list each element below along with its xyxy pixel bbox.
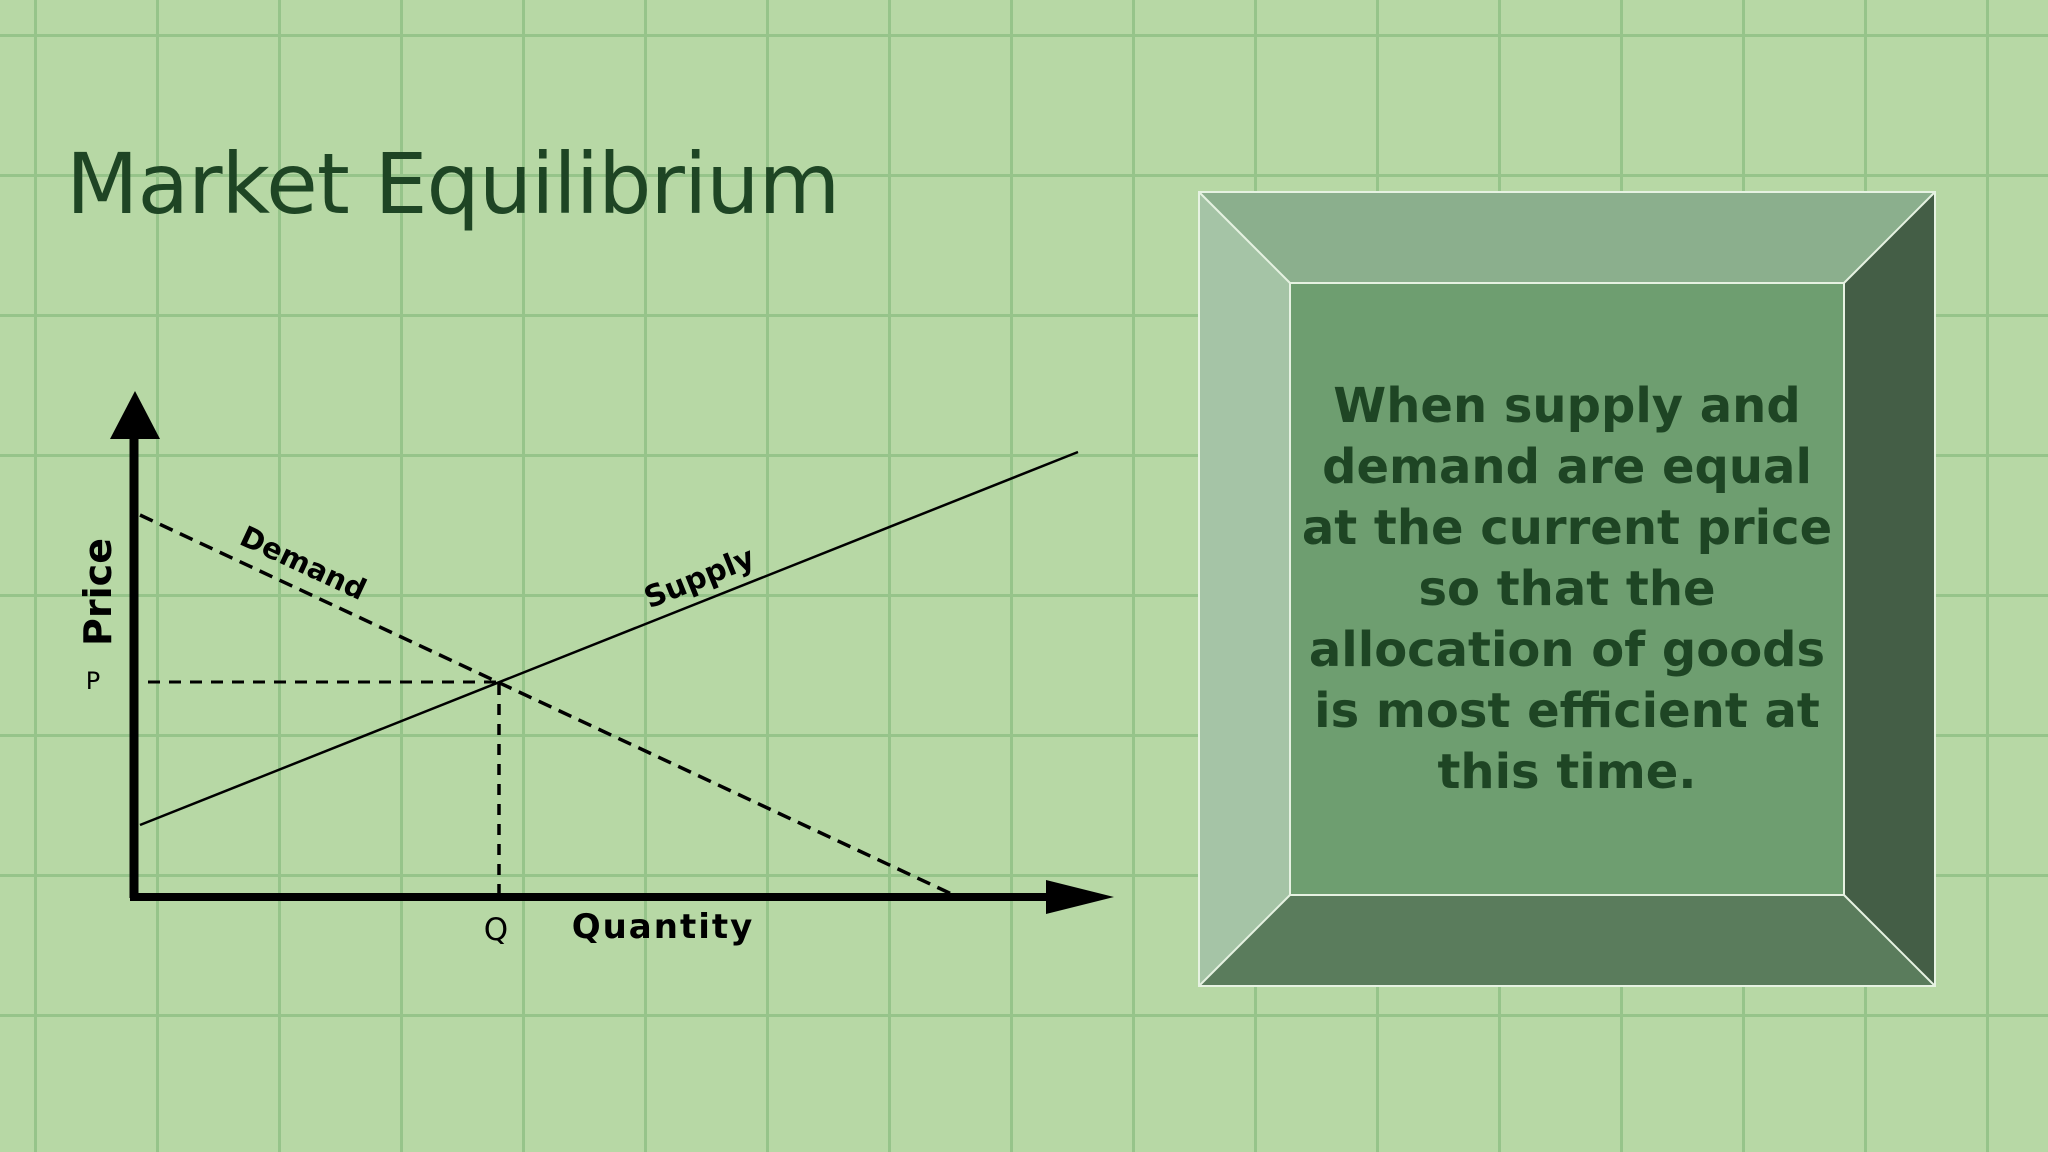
supply-curve	[139, 450, 1079, 827]
callout-box	[1198, 191, 1936, 987]
supply-demand-diagram: Price Quantity P Q Demand Supply	[76, 391, 1114, 948]
bevel-top	[1198, 191, 1936, 283]
bevel-left	[1198, 191, 1290, 987]
bevel-right	[1844, 191, 1936, 987]
bevel-bottom	[1198, 895, 1936, 987]
callout-text: When supply and demand are equal at the …	[1301, 377, 1833, 800]
box-face	[1290, 283, 1844, 895]
slide-title: Market Equilibrium	[66, 135, 840, 233]
y-axis-arrowhead	[110, 391, 160, 439]
x-axis-label: Quantity	[572, 907, 755, 947]
quantity-marker: Q	[484, 912, 508, 948]
x-axis-arrowhead	[1046, 880, 1114, 914]
price-marker: P	[86, 667, 100, 695]
y-axis-label: Price	[76, 538, 120, 646]
demand-label: Demand	[235, 519, 372, 607]
demand-curve	[139, 513, 959, 899]
supply-label: Supply	[639, 540, 760, 616]
